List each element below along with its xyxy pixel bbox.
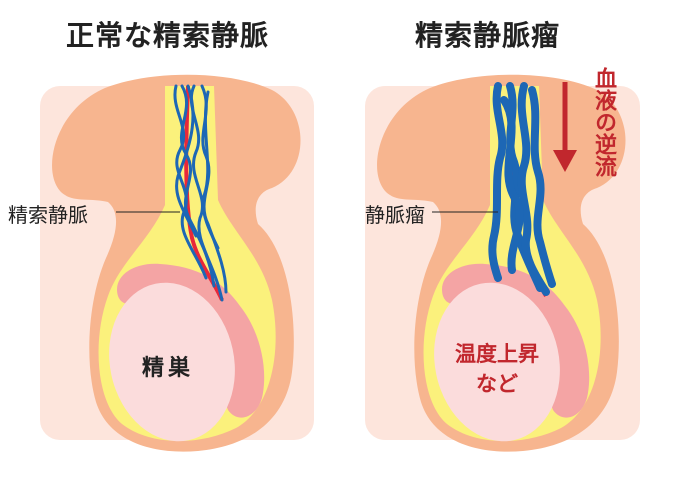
testis [434,282,560,442]
epididymis [442,263,590,418]
temperature-rise-label: 温度上昇 など [455,342,539,397]
varicocele-title: 精索静脈瘤 [415,19,561,52]
normal-vein-panel [40,74,314,452]
dilated-veins [488,82,556,296]
backflow-label: 血液の逆流 [591,67,616,177]
normal-vein-title: 正常な精索静脈 [66,19,270,52]
varicocele-label: 静脈瘤 [365,203,425,227]
testis [109,282,235,442]
varicocele-panel [365,74,640,452]
spermatic-vein-label: 精索静脈 [8,203,88,227]
pampiniform-plexus-normal [173,84,228,302]
testicular-artery [184,85,224,301]
backflow-arrow-icon [553,82,577,172]
testis-label: 精巣 [142,356,195,381]
epididymis [117,263,265,418]
